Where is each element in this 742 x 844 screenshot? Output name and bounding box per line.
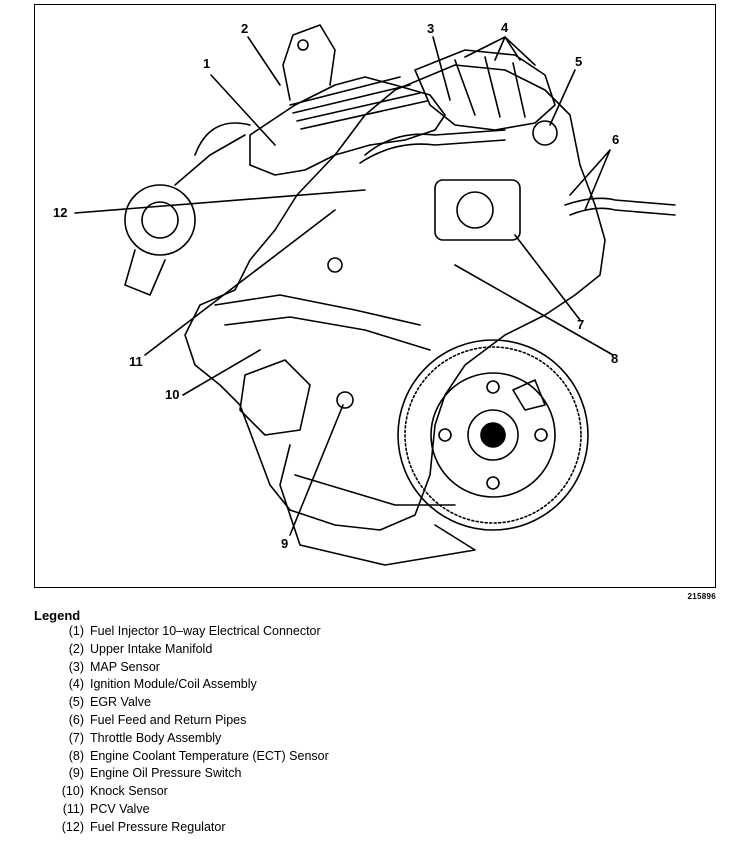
legend-item-label: Fuel Injector 10–way Electrical Connecto… [90, 624, 321, 638]
legend-item-number: (7) [68, 730, 84, 745]
leader-10 [182, 349, 261, 396]
legend-item: (1) Fuel Injector 10–way Electrical Conne… [0, 624, 329, 642]
legend-item-number: (2) [68, 641, 84, 656]
legend-item-label: PCV Valve [90, 801, 150, 816]
flywheel [397, 339, 589, 531]
legend-item-label: Fuel Feed and Return Pipes [90, 712, 247, 727]
callout-5: 5 [575, 54, 583, 69]
legend-item-label: Knock Sensor [90, 784, 168, 799]
leader-3 [432, 36, 451, 101]
legend-item-number: (3) [68, 659, 84, 674]
legend-item-number: (9) [68, 766, 84, 781]
legend-item-number: (10) [61, 784, 84, 799]
legend-item: (11) PCV Valve [0, 802, 329, 820]
legend-item: (4) Ignition Module/Coil Assembly [0, 677, 329, 695]
leader-7 [514, 234, 581, 321]
legend-item-number: (6) [68, 712, 84, 727]
starter [239, 359, 311, 436]
leader-8 [454, 264, 614, 356]
legend-item-number: (11) [62, 801, 84, 816]
legend-item-number: (8) [68, 748, 84, 763]
callout-1: 1 [203, 56, 211, 71]
legend-item-number: (12) [61, 819, 84, 834]
legend-item-label: Upper Intake Manifold [90, 641, 213, 656]
legend-item: (2) Upper Intake Manifold [0, 642, 329, 660]
callout-8: 8 [611, 351, 619, 366]
throttle-body [434, 179, 521, 241]
legend-item: (7) Throttle Body Assembly [0, 731, 329, 749]
leader-11 [144, 209, 336, 356]
callout-2: 2 [241, 21, 249, 36]
legend-title: Legend [34, 608, 81, 623]
upper-intake-manifold [249, 76, 446, 176]
coolant-hose [194, 122, 251, 156]
legend-item-label: Fuel Pressure Regulator [90, 819, 226, 834]
leader-6 [569, 149, 611, 211]
legend-item-number: (5) [68, 695, 84, 710]
engine-block [184, 64, 606, 531]
callout-4: 4 [501, 20, 509, 35]
legend-item: (3) MAP Sensor [0, 660, 329, 678]
legend-list: (1) Fuel Injector 10–way Electrical Conne… [0, 624, 329, 838]
callout-10: 10 [165, 387, 180, 402]
legend-item: (10) Knock Sensor [0, 784, 329, 802]
leader-2 [247, 36, 281, 86]
oil-pan [279, 444, 476, 566]
oil-pressure-switch [336, 391, 354, 409]
legend-item-label: EGR Valve [90, 695, 151, 710]
figure-id-code: 215896 [687, 592, 716, 601]
callout-12: 12 [53, 205, 68, 220]
leader-1 [210, 74, 276, 146]
legend-item: (12) Fuel Pressure Regulator [0, 820, 329, 838]
legend-item: (5) EGR Valve [0, 695, 329, 713]
engine-illustration [74, 24, 676, 566]
callout-7: 7 [577, 317, 585, 332]
callout-6: 6 [612, 132, 620, 147]
callout-11: 11 [129, 354, 143, 369]
ignition-coil-assembly [414, 49, 556, 131]
water-pump [124, 184, 196, 256]
pcv-valve [327, 257, 343, 273]
leader-9 [289, 404, 344, 536]
legend-item: (9) Engine Oil Pressure Switch [0, 766, 329, 784]
legend-item-number: (1) [68, 624, 84, 638]
callout-9: 9 [281, 536, 289, 551]
engine-diagram-frame: 1 2 3 4 5 6 7 8 9 10 11 12 [34, 4, 716, 588]
fuel-pipes [564, 197, 676, 206]
legend-item-label: Throttle Body Assembly [90, 730, 222, 745]
leader-12 [74, 189, 366, 214]
legend-item-label: MAP Sensor [90, 659, 160, 674]
leader-4 [464, 36, 536, 66]
legend-item-label: Engine Coolant Temperature (ECT) Sensor [90, 748, 329, 763]
leader-5 [549, 69, 576, 126]
legend-item-label: Engine Oil Pressure Switch [90, 766, 242, 781]
callout-3: 3 [427, 21, 435, 36]
legend-item-label: Ignition Module/Coil Assembly [90, 677, 257, 692]
legend-item: (6) Fuel Feed and Return Pipes [0, 713, 329, 731]
legend-item: (8) Engine Coolant Temperature (ECT) Sens… [0, 749, 329, 767]
egr-valve [532, 120, 558, 146]
legend-item-number: (4) [68, 677, 84, 692]
